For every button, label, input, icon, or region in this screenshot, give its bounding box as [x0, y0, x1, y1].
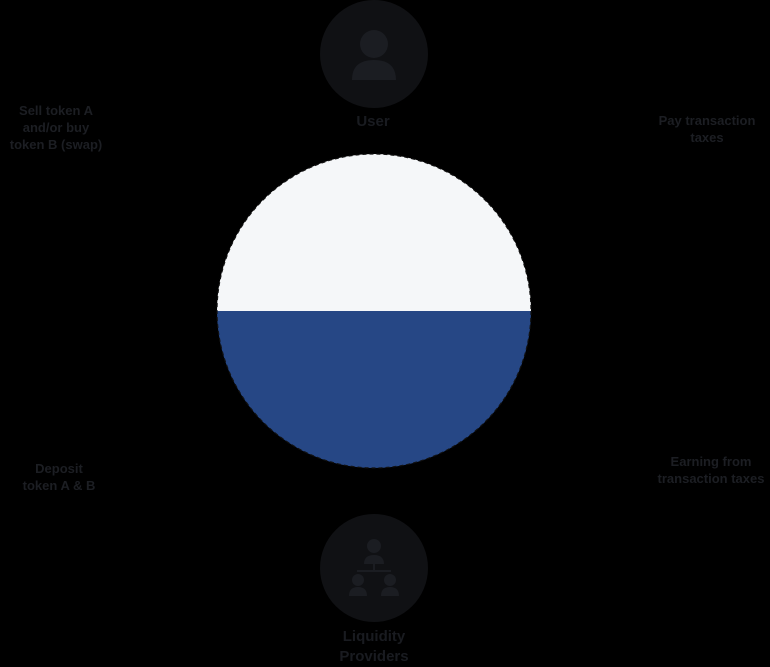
deposit-label: Deposit token A & B	[22, 461, 96, 493]
group-icon	[320, 514, 428, 622]
swap-label: Sell token A and/or buy token B (swap)	[9, 103, 103, 152]
liquidity-providers-label: Liquidity Providers	[339, 628, 409, 665]
user-label: User	[356, 113, 390, 130]
pool-top-half	[217, 154, 531, 311]
pool-border	[216, 153, 532, 469]
user-icon	[320, 0, 428, 108]
liquidity-pool	[216, 153, 532, 469]
pay-fees-label: Pay transaction taxes	[658, 113, 756, 145]
pool-bottom-half	[217, 311, 531, 468]
earnings-label: Earning from transaction taxes	[657, 454, 765, 486]
